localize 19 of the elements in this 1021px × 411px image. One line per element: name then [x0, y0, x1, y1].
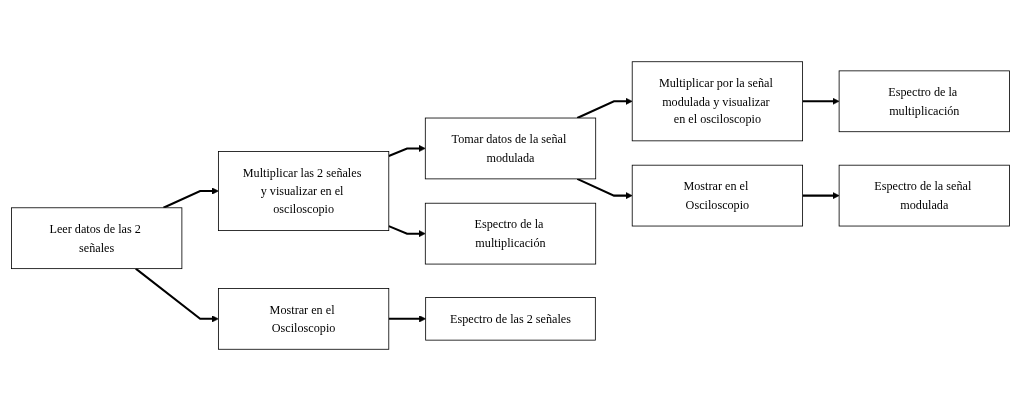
- node-box: Espectro de la señal modulada: [838, 164, 1010, 227]
- node-box: Tomar datos de la señal modulada: [424, 117, 597, 180]
- arrow: [388, 315, 426, 323]
- node-box: Leer datos de las 2 señales: [11, 207, 183, 270]
- arrow: [576, 177, 633, 200]
- node-box: Multiplicar por la señal modulada y visualizar en el osciloscopio: [631, 61, 803, 142]
- arrow: [576, 97, 633, 119]
- arrow: [802, 192, 840, 200]
- arrow: [163, 187, 219, 209]
- node-box: Multiplicar las 2 señales y visualizar en el osciloscopio: [218, 151, 390, 231]
- node-box: Mostrar en el Osciloscopio: [631, 164, 803, 227]
- arrow: [388, 144, 426, 157]
- node-box: Espectro de las 2 señales: [425, 297, 596, 341]
- node-box: Espectro de la multiplicación: [424, 202, 597, 265]
- node-box: Espectro de la multiplicación: [838, 70, 1010, 133]
- arrow: [135, 267, 219, 323]
- arrow: [388, 225, 426, 238]
- node-box: Mostrar en el Osciloscopio: [218, 288, 390, 350]
- arrow: [802, 97, 840, 105]
